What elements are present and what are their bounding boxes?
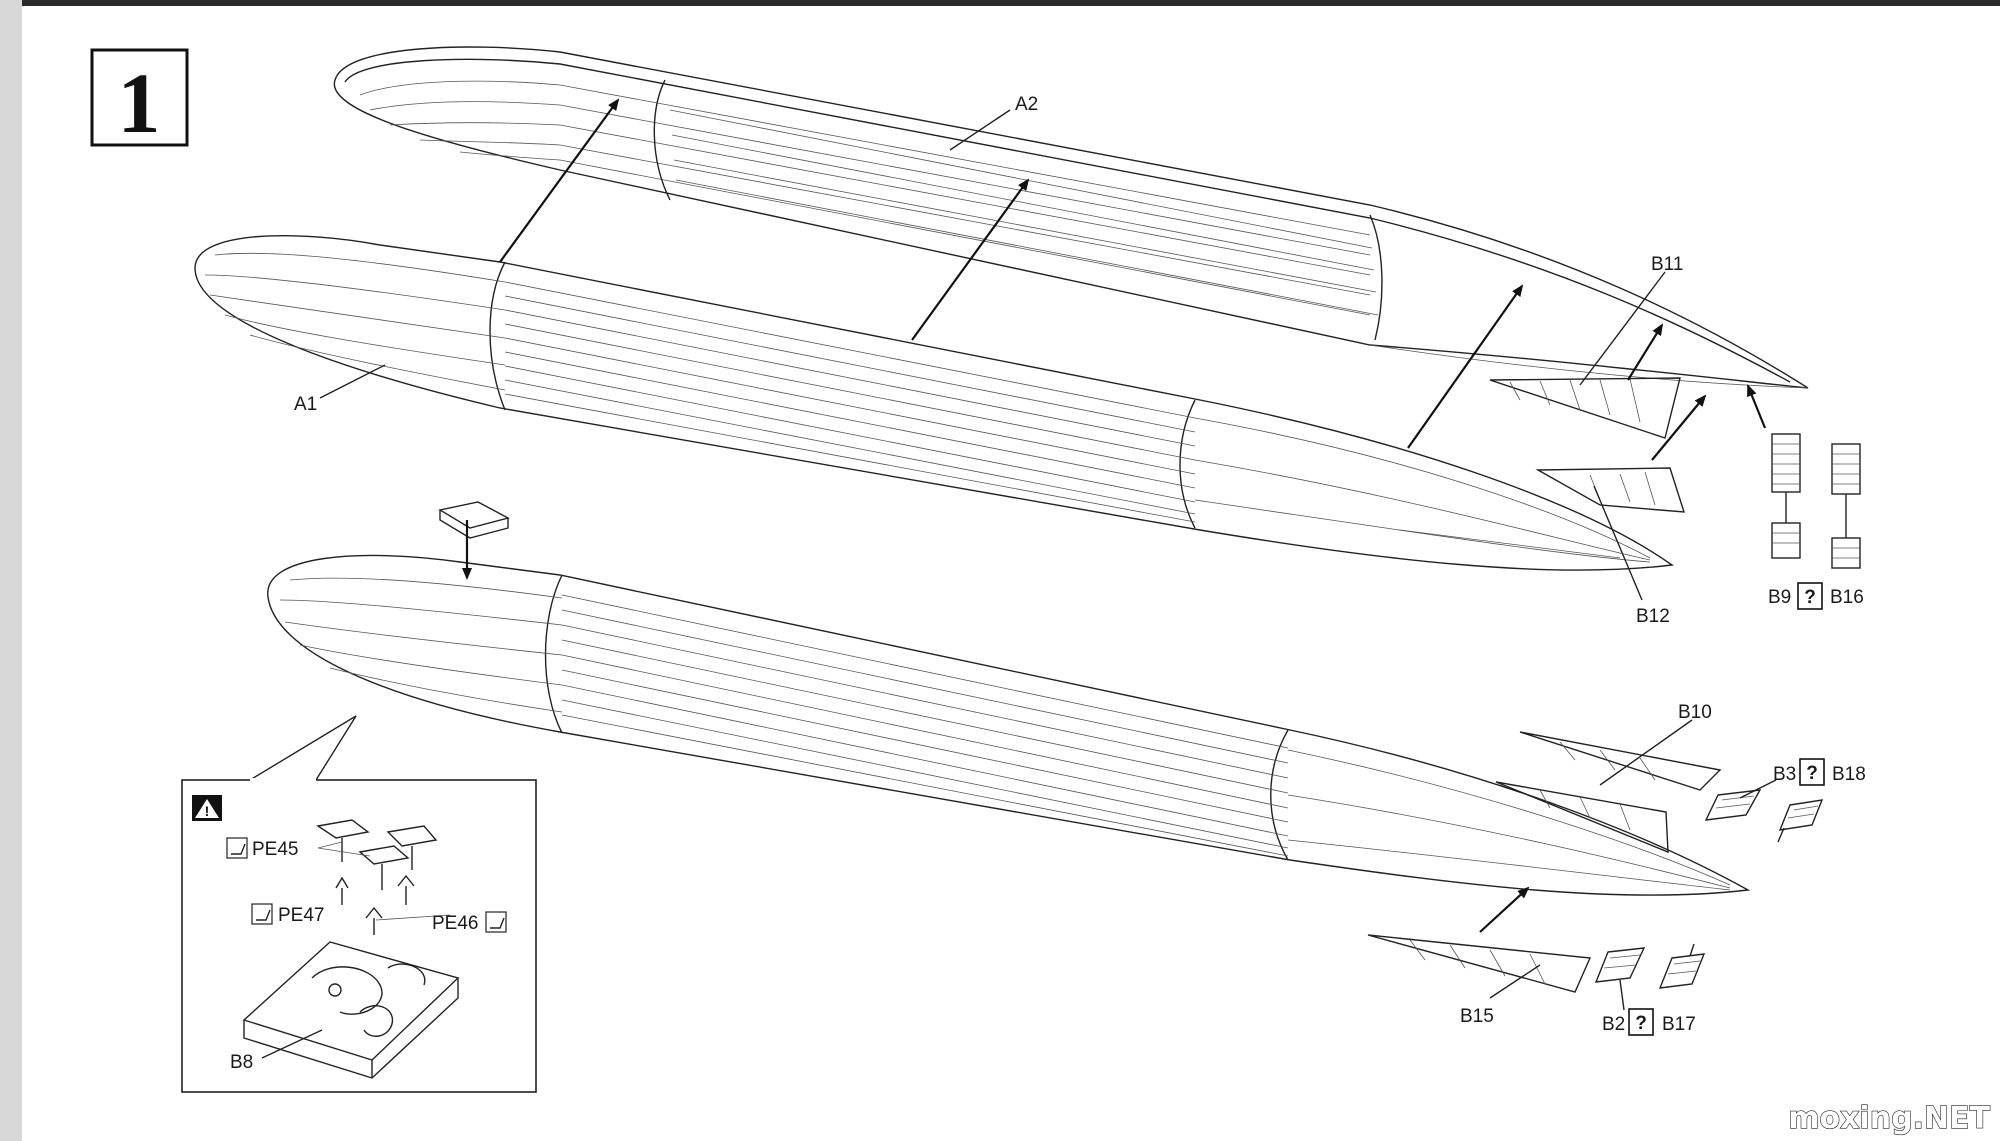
rudder-b3 — [1704, 789, 1762, 821]
label-b16: B16 — [1830, 587, 1864, 608]
page-top-edge — [0, 0, 2000, 6]
page-left-edge — [0, 0, 22, 1141]
b8-base-part — [242, 941, 460, 1079]
detail-callout-frame — [181, 779, 537, 1093]
assembly-arrows — [462, 98, 1767, 933]
label-group-b3-b18: B3 ? B18 — [1773, 758, 1866, 786]
bend-icon — [226, 837, 248, 859]
rudder-b2 — [1594, 947, 1646, 983]
fin-b15 — [1367, 934, 1592, 993]
rudder-b17 — [1658, 943, 1706, 989]
label-b8: B8 — [230, 1052, 253, 1073]
bend-icon — [251, 903, 273, 925]
watermark: moxing.NET — [1788, 1101, 1990, 1136]
hull-half-a2 — [333, 46, 1809, 389]
pair-marker-box — [1628, 1008, 1654, 1036]
warning-icon: ! — [192, 795, 222, 821]
label-b15: B15 — [1460, 1006, 1494, 1027]
label-group-b2-b17: B2 ? B17 — [1602, 1008, 1696, 1036]
pe-parts-sketch — [316, 819, 451, 935]
label-b11: B11 — [1651, 254, 1683, 275]
label-b17: B17 — [1662, 1014, 1696, 1035]
label-b10: B10 — [1678, 702, 1712, 723]
label-pe45: PE45 — [252, 839, 298, 860]
label-a2: A2 — [1015, 94, 1038, 115]
svg-text:!: ! — [205, 803, 210, 819]
rudder-b16 — [1831, 443, 1861, 569]
pair-marker: ? — [1804, 587, 1816, 608]
rudder-b18 — [1777, 799, 1824, 843]
label-b3: B3 — [1773, 764, 1796, 785]
leader-lines — [319, 109, 1777, 1011]
label-b9: B9 — [1768, 587, 1791, 608]
hull-half-a1 — [194, 234, 1674, 571]
label-pe46: PE46 — [432, 913, 478, 934]
label-group-b9-b16: B9 ? B16 — [1768, 582, 1864, 610]
fin-b11 — [1489, 377, 1681, 439]
deck-fitting-part — [438, 501, 510, 539]
label-a1: A1 — [294, 394, 317, 415]
pair-marker-box — [1797, 582, 1823, 610]
pair-marker-box — [1799, 758, 1825, 786]
pair-marker: ? — [1806, 763, 1818, 784]
label-b12: B12 — [1636, 606, 1670, 627]
fin-b10 — [1495, 731, 1722, 854]
step-number-box: 1 — [90, 48, 189, 151]
rudder-b9 — [1771, 433, 1801, 559]
label-pe47: PE47 — [278, 905, 324, 926]
bend-icon — [485, 911, 507, 933]
label-b2: B2 — [1602, 1014, 1625, 1035]
detail-callout: ! PE45 PE47 — [181, 715, 537, 1093]
pair-marker: ? — [1635, 1013, 1647, 1034]
label-b18: B18 — [1832, 764, 1866, 785]
step-number: 1 — [118, 55, 161, 151]
hull-assembled — [267, 554, 1751, 896]
